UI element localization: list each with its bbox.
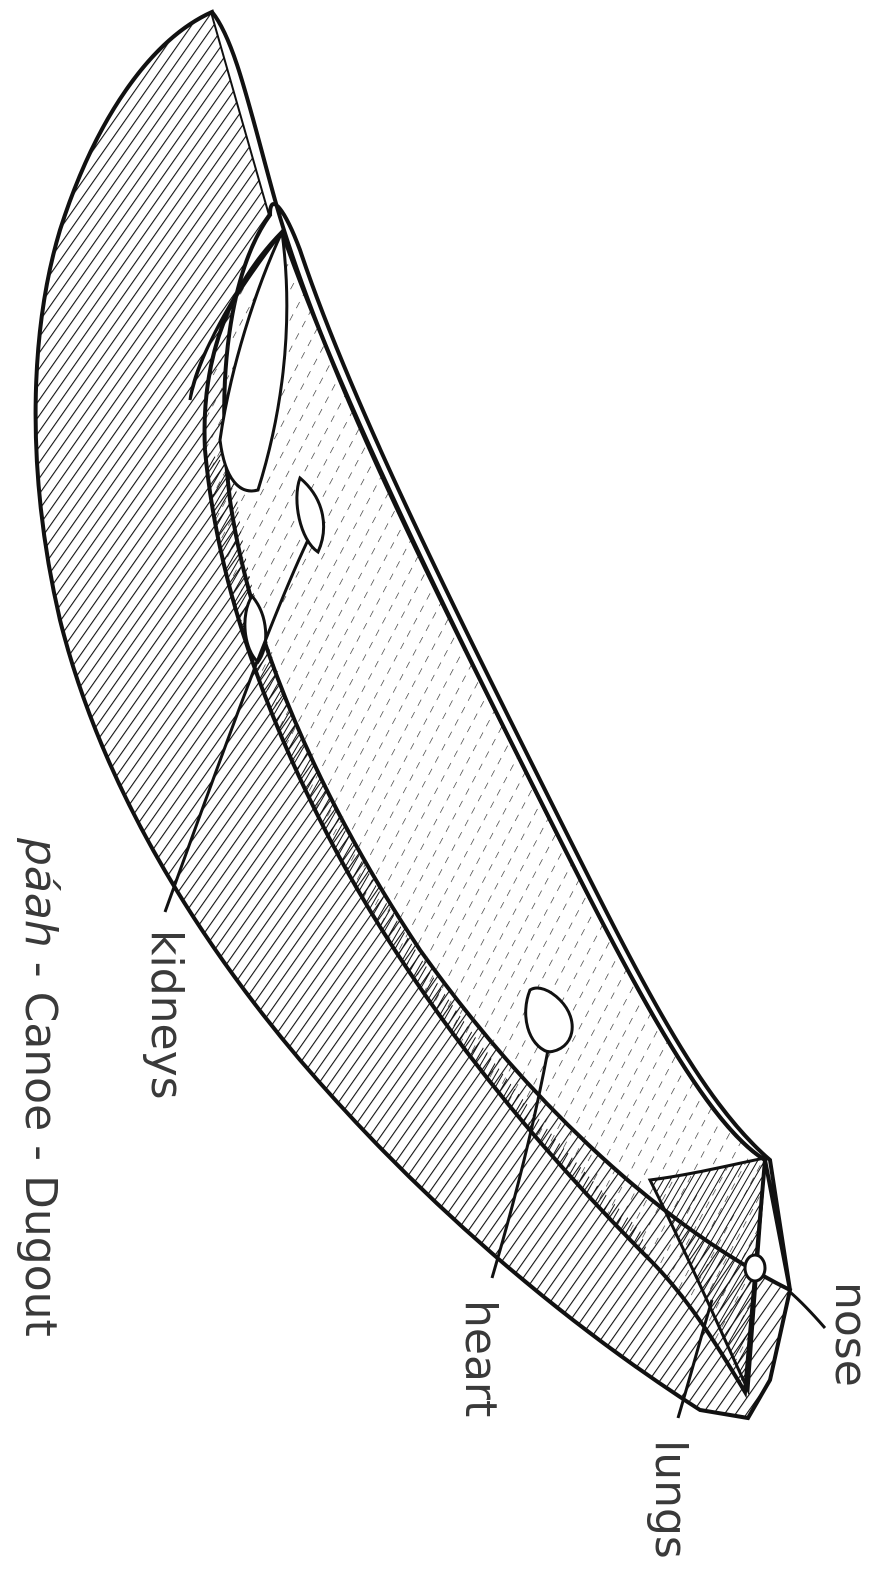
diagram-title: páah - Canoe - Dugout (18, 838, 62, 1337)
title-rest: - Canoe - Dugout (15, 948, 66, 1337)
nose-label: nose (828, 1282, 872, 1387)
nose-leader-line (790, 1292, 825, 1328)
nose-mark (745, 1255, 765, 1281)
title-word: páah (15, 838, 66, 948)
lungs-label: lungs (648, 1440, 692, 1559)
heart-label: heart (458, 1300, 502, 1417)
kidneys-label: kidneys (144, 930, 188, 1100)
